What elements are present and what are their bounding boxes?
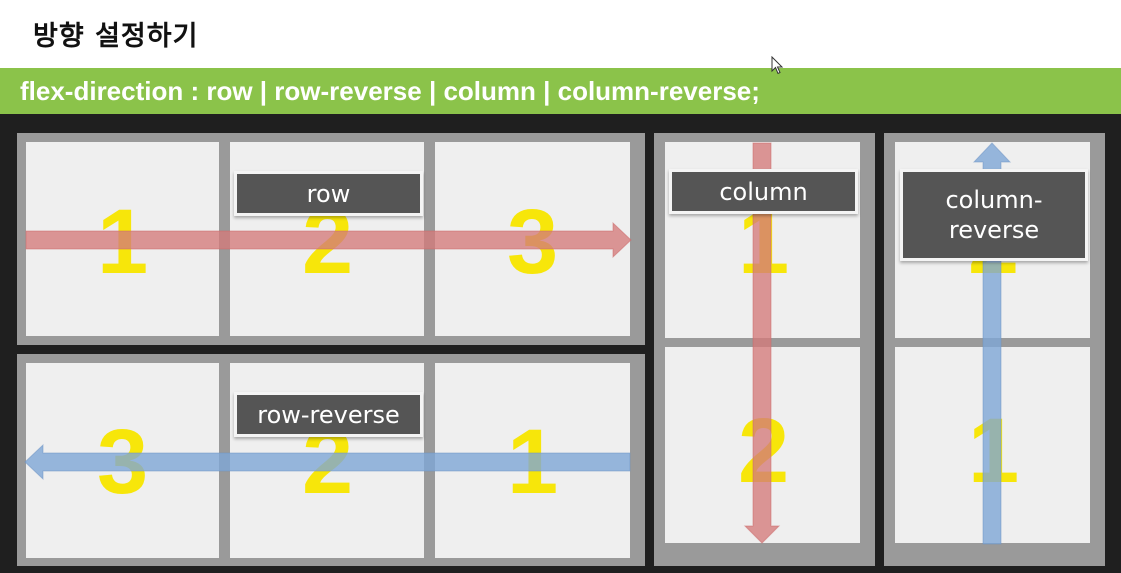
row-reverse-number-1: 1: [507, 411, 559, 513]
column-reverse-number-1: 1: [968, 400, 1020, 502]
column-number-2: 2: [738, 400, 790, 502]
syntax-text: flex-direction : row | row-reverse | col…: [20, 76, 760, 106]
page-title: 방향 설정하기: [33, 21, 199, 52]
row-number-1: 1: [97, 191, 149, 293]
syntax-banner: flex-direction : row | row-reverse | col…: [0, 68, 1121, 114]
row-label: row: [234, 171, 423, 216]
row-number-3: 3: [507, 191, 559, 293]
row-reverse-label: row-reverse: [234, 392, 423, 437]
row-reverse-number-3: 3: [97, 411, 149, 513]
mouse-cursor-icon: [771, 56, 784, 75]
column-label: column: [669, 169, 858, 214]
column-reverse-label: column- reverse: [900, 169, 1088, 261]
